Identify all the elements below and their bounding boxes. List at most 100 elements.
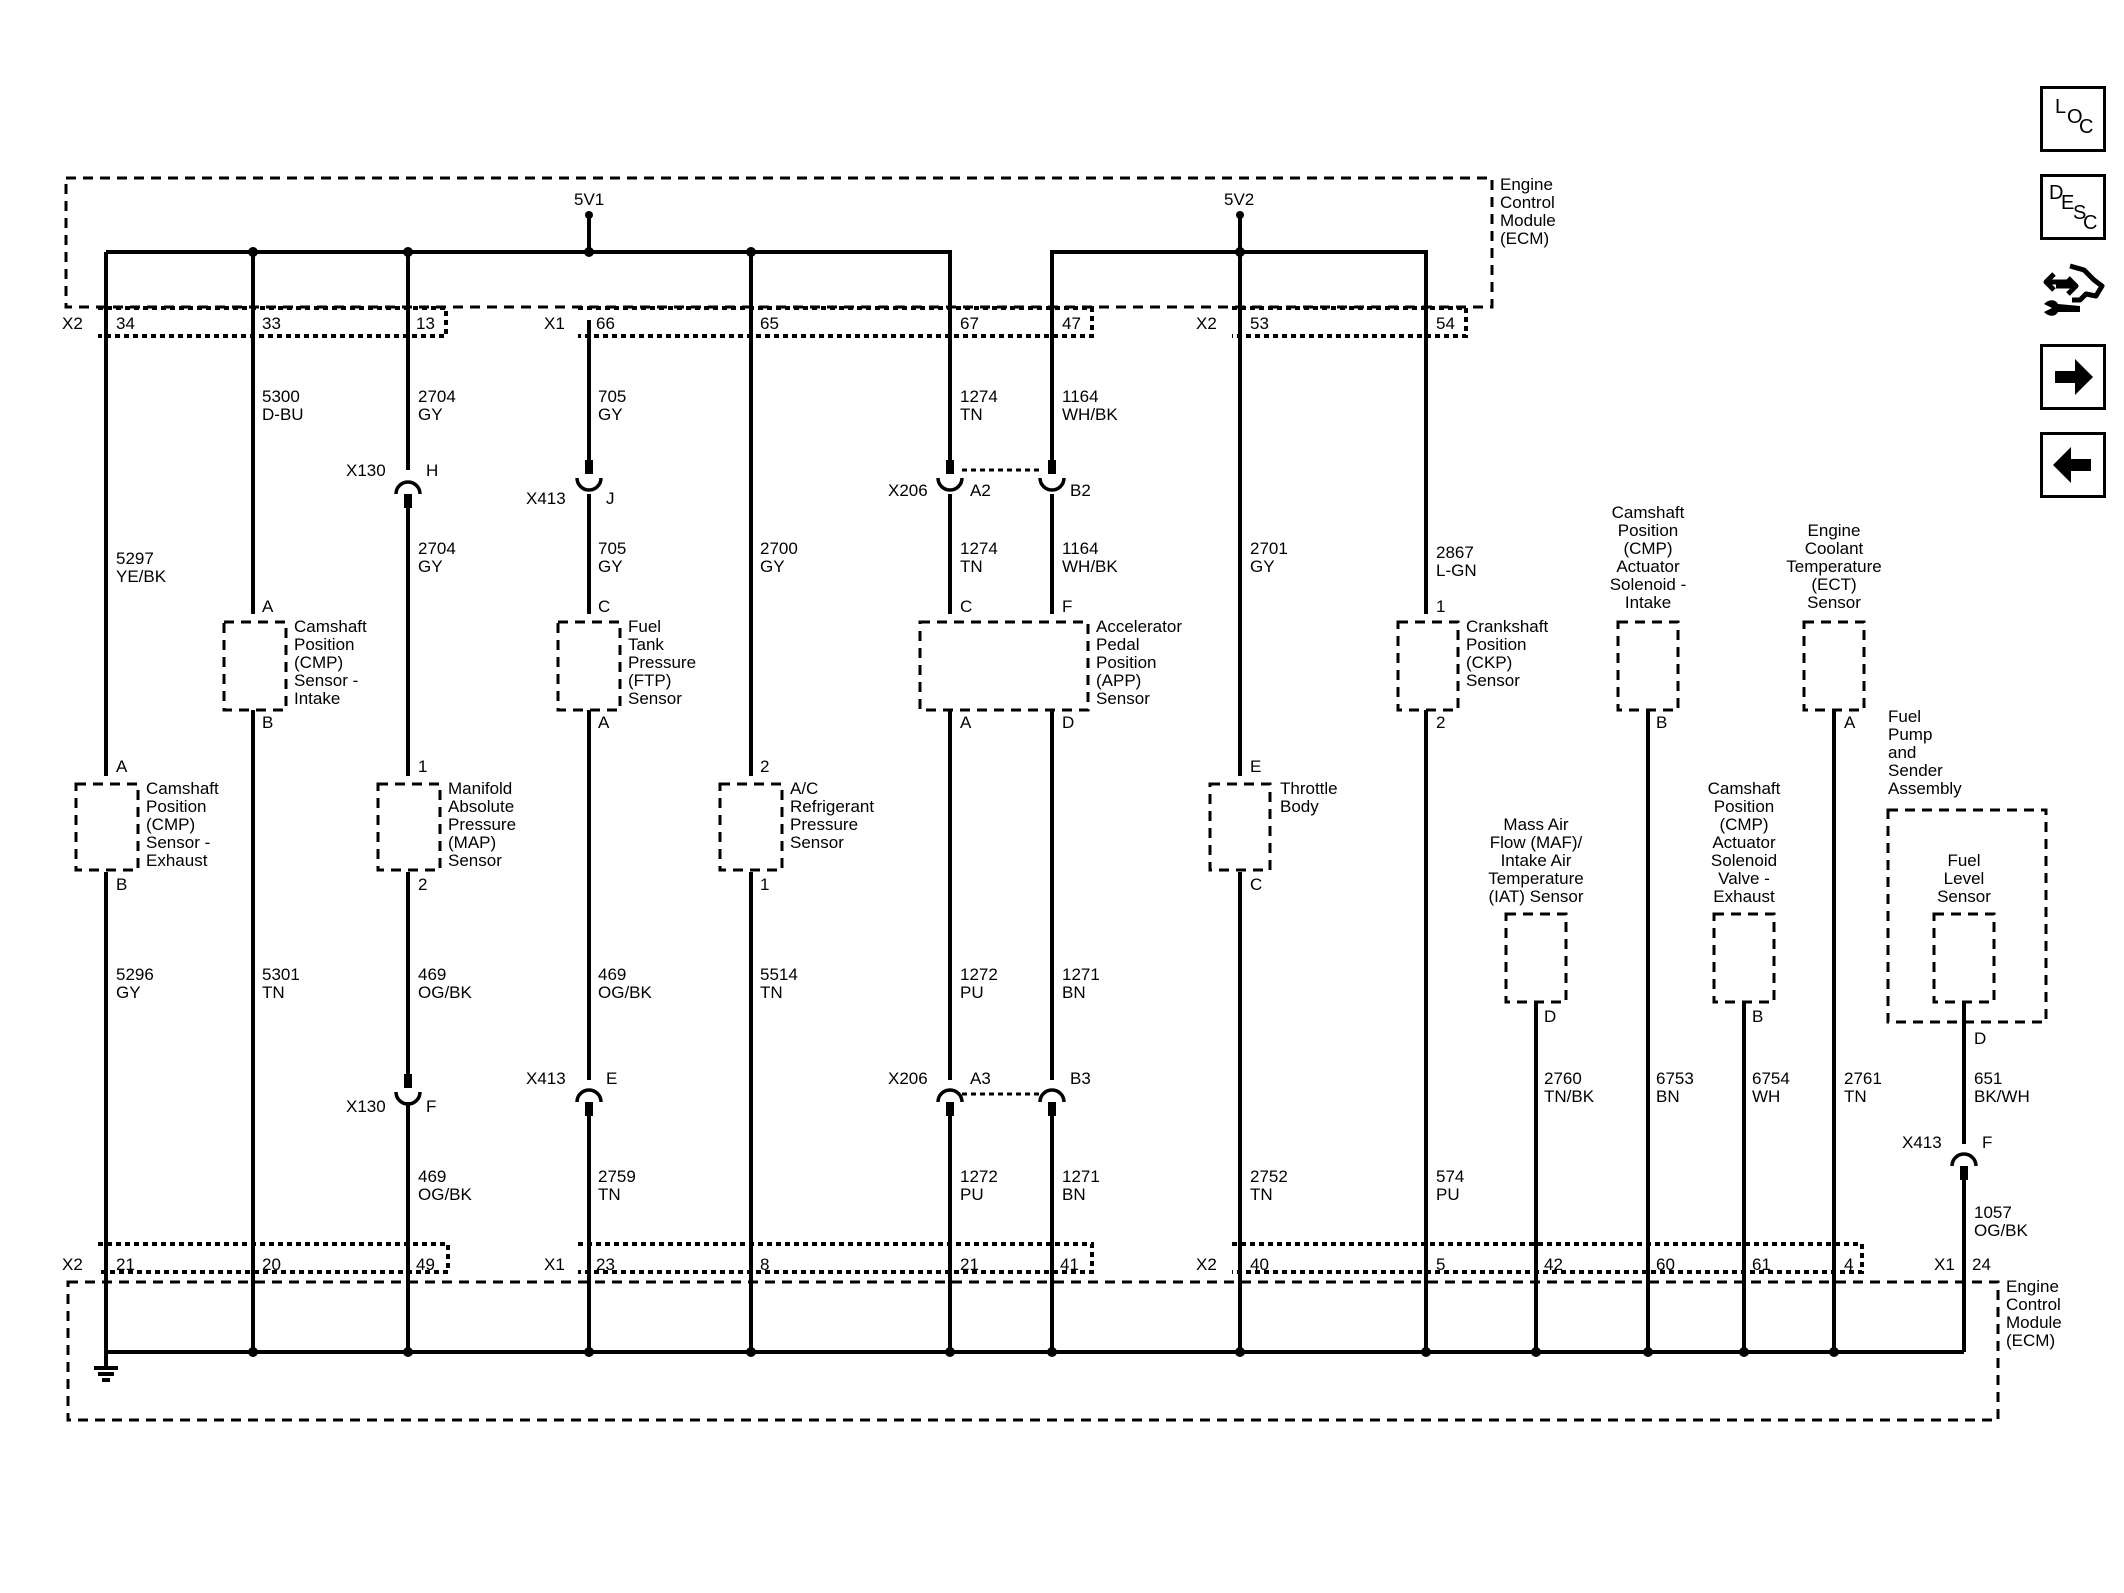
- location-button[interactable]: L O C: [2040, 86, 2106, 152]
- svg-text:2704: 2704: [418, 387, 456, 406]
- component-cmp-actuator-solenoid-intake: B Camshaft Position (CMP) Actuator Solen…: [1610, 503, 1687, 732]
- svg-text:Coolant: Coolant: [1805, 539, 1864, 558]
- svg-text:20: 20: [262, 1255, 281, 1274]
- svg-text:Level: Level: [1944, 869, 1985, 888]
- svg-text:Solenoid -: Solenoid -: [1610, 575, 1687, 594]
- svg-text:X1: X1: [544, 1255, 565, 1274]
- top-connector-x1: X1 66 65 67 47: [544, 306, 1094, 338]
- svg-text:B: B: [1752, 1007, 1763, 1026]
- bottom-connector-x2-a: X2 21 20 49: [62, 1242, 450, 1274]
- svg-text:A: A: [1844, 713, 1856, 732]
- svg-text:1164: 1164: [1062, 387, 1099, 406]
- svg-text:BN: BN: [1062, 983, 1086, 1002]
- svg-text:Assembly: Assembly: [1888, 779, 1962, 798]
- inline-connector-x413-f: X413 F: [1902, 1133, 1992, 1180]
- bottom-connector-x1: X1 23 8 21 41: [544, 1242, 1094, 1274]
- svg-text:X206: X206: [888, 481, 928, 500]
- svg-text:Exhaust: Exhaust: [1713, 887, 1775, 906]
- svg-text:Actuator: Actuator: [1616, 557, 1680, 576]
- previous-button[interactable]: [2040, 432, 2106, 498]
- svg-text:Camshaft: Camshaft: [1612, 503, 1685, 522]
- svg-text:2761: 2761: [1844, 1069, 1882, 1088]
- power-rail-5v2: 5V2: [1050, 190, 1428, 320]
- loc-letter-c: C: [2079, 116, 2093, 138]
- svg-text:Position: Position: [1466, 635, 1526, 654]
- svg-text:(ECM): (ECM): [1500, 229, 1549, 248]
- inline-connector-x130-h: X130 H: [346, 461, 438, 508]
- component-cmp-actuator-solenoid-exhaust: B Camshaft Position (CMP) Actuator Solen…: [1708, 779, 1781, 1026]
- inline-connector-x130-f: X130 F: [346, 1074, 436, 1116]
- svg-text:5300: 5300: [262, 387, 300, 406]
- component-ect-sensor: A Engine Coolant Temperature (ECT) Senso…: [1786, 521, 1881, 732]
- svg-text:C: C: [960, 597, 972, 616]
- svg-text:1274: 1274: [960, 539, 998, 558]
- svg-text:A: A: [960, 713, 972, 732]
- svg-text:469: 469: [418, 965, 446, 984]
- inline-connector-b3: B3: [962, 1069, 1091, 1116]
- svg-text:Tank: Tank: [628, 635, 664, 654]
- inline-connector-x413-e: X413 E: [526, 1069, 617, 1116]
- component-app-sensor: C F A D Accelerator Pedal Position (APP)…: [918, 597, 1182, 732]
- svg-text:Camshaft: Camshaft: [1708, 779, 1781, 798]
- svg-text:F: F: [1062, 597, 1072, 616]
- svg-text:TN: TN: [598, 1185, 621, 1204]
- svg-text:2760: 2760: [1544, 1069, 1582, 1088]
- svg-text:YE/BK: YE/BK: [116, 567, 167, 586]
- svg-text:Sensor: Sensor: [448, 851, 502, 870]
- svg-text:Solenoid: Solenoid: [1711, 851, 1777, 870]
- svg-text:WH/BK: WH/BK: [1062, 405, 1118, 424]
- svg-text:Mass Air: Mass Air: [1503, 815, 1569, 834]
- description-button[interactable]: D E S C: [2040, 174, 2106, 240]
- svg-text:5297: 5297: [116, 549, 154, 568]
- svg-text:1271: 1271: [1062, 1167, 1100, 1186]
- svg-text:Sensor: Sensor: [790, 833, 844, 852]
- svg-text:21: 21: [116, 1255, 135, 1274]
- component-throttle-body: E C Throttle Body: [1208, 757, 1338, 894]
- svg-text:Position: Position: [1096, 653, 1156, 672]
- svg-text:66: 66: [596, 314, 615, 333]
- power-rail-5v1: 5V1: [104, 190, 952, 320]
- svg-text:2701: 2701: [1250, 539, 1288, 558]
- svg-text:Body: Body: [1280, 797, 1319, 816]
- component-ac-refrigerant-pressure-sensor: 2 1 A/C Refrigerant Pressure Sensor: [718, 757, 874, 894]
- svg-text:D-BU: D-BU: [262, 405, 304, 424]
- svg-text:Position: Position: [146, 797, 206, 816]
- svg-text:GY: GY: [760, 557, 785, 576]
- svg-text:B2: B2: [1070, 481, 1091, 500]
- svg-text:GY: GY: [418, 405, 443, 424]
- svg-text:Module: Module: [2006, 1313, 2062, 1332]
- svg-text:Sensor: Sensor: [628, 689, 682, 708]
- svg-text:Temperature: Temperature: [1488, 869, 1583, 888]
- svg-text:Sensor: Sensor: [1807, 593, 1861, 612]
- svg-text:X130: X130: [346, 1097, 386, 1116]
- component-map-sensor: 1 2 Manifold Absolute Pressure (MAP) Sen…: [376, 757, 516, 894]
- svg-text:(MAP): (MAP): [448, 833, 496, 852]
- svg-text:WH/BK: WH/BK: [1062, 557, 1118, 576]
- svg-text:Camshaft: Camshaft: [294, 617, 367, 636]
- top-connector-x2-a: X2 34 33 13: [62, 306, 448, 338]
- svg-text:X2: X2: [1196, 1255, 1217, 1274]
- next-button[interactable]: [2040, 344, 2106, 410]
- svg-text:(ECM): (ECM): [2006, 1331, 2055, 1350]
- svg-text:A: A: [598, 713, 610, 732]
- inline-connector-x206-a2: X206 A2: [888, 460, 991, 500]
- svg-text:X413: X413: [1902, 1133, 1942, 1152]
- svg-text:574: 574: [1436, 1167, 1464, 1186]
- svg-text:5514: 5514: [760, 965, 798, 984]
- svg-text:X2: X2: [62, 314, 83, 333]
- svg-text:Position: Position: [294, 635, 354, 654]
- svg-text:X413: X413: [526, 1069, 566, 1088]
- svg-text:Accelerator: Accelerator: [1096, 617, 1182, 636]
- service-icon-button[interactable]: [2036, 256, 2108, 328]
- svg-text:E: E: [606, 1069, 617, 1088]
- svg-text:A: A: [116, 757, 128, 776]
- inline-connector-x206-a3: X206 A3: [888, 1069, 991, 1116]
- svg-text:67: 67: [960, 314, 979, 333]
- svg-text:5V2: 5V2: [1224, 190, 1254, 209]
- svg-text:D: D: [1062, 713, 1074, 732]
- svg-text:1271: 1271: [1062, 965, 1100, 984]
- component-maf-iat-sensor: D Mass Air Flow (MAF)/ Intake Air Temper…: [1488, 815, 1584, 1026]
- component-fuel-pump-sender-assembly: Fuel Pump and Sender Assembly: [1886, 707, 2048, 1024]
- svg-text:X1: X1: [1934, 1255, 1955, 1274]
- svg-text:(CMP): (CMP): [294, 653, 343, 672]
